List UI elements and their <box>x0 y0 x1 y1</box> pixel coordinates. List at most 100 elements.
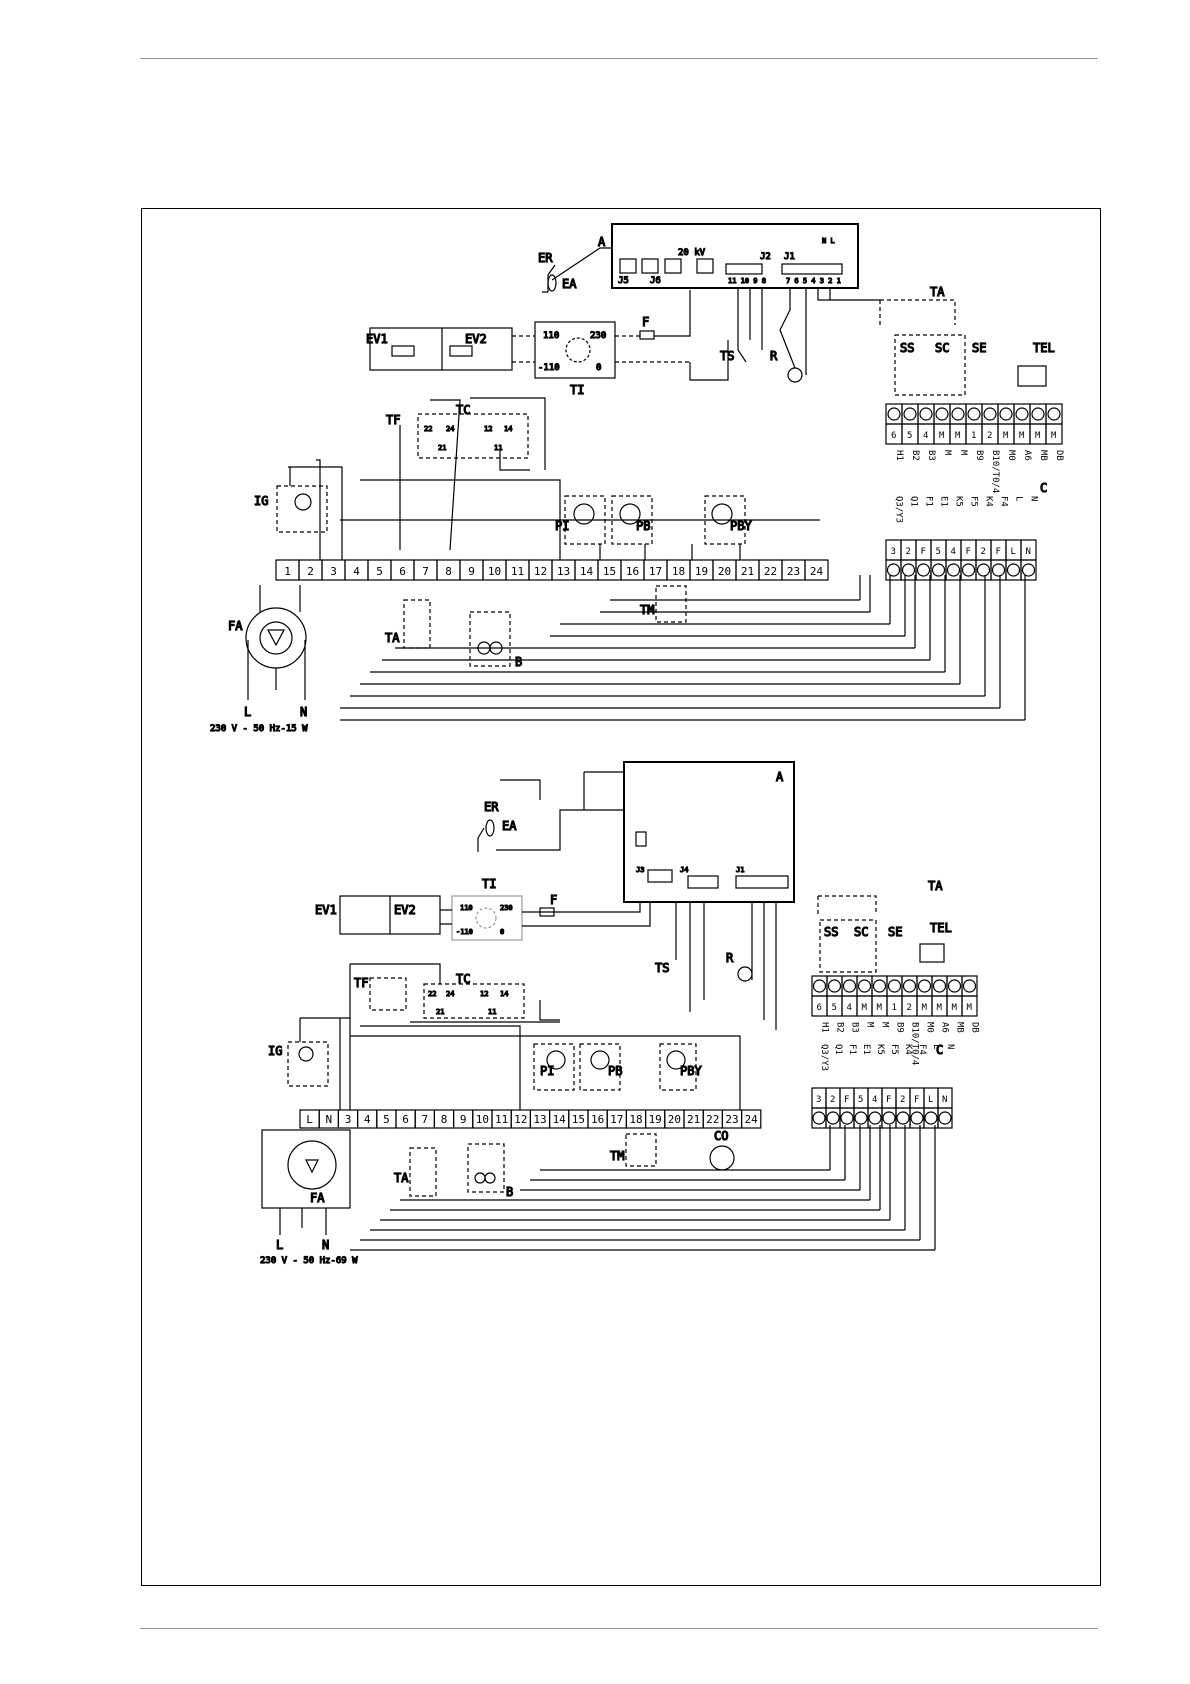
remote-upper-2-pin-name: M <box>865 1022 875 1028</box>
ev1-label: EV1 <box>366 332 388 346</box>
kv-label: 20 kV <box>678 248 706 258</box>
remote-upper-num: 2 <box>987 431 992 441</box>
remote-upper-2-num: 2 <box>907 1003 912 1013</box>
tf-label: TF <box>386 413 400 427</box>
remote-lower-2-screw-cell <box>923 1107 939 1129</box>
terminal-label: 8 <box>445 565 452 578</box>
remote-upper-2-pin-name: B2 <box>835 1022 845 1033</box>
ti-230: 230 <box>590 331 606 341</box>
pby-label: PBY <box>730 519 752 533</box>
ev2-label: EV2 <box>465 332 487 346</box>
remote-upper-2-screw-cell <box>856 975 873 997</box>
remote-lower-pin-name: F5 <box>969 496 979 507</box>
ss-label: SS <box>900 341 914 355</box>
tc2-21: 21 <box>436 1008 444 1016</box>
remote-lower-2-screw-icon <box>896 1111 910 1125</box>
remote-upper-2-screw-cell <box>811 975 828 997</box>
tel-label: TEL <box>1033 341 1055 355</box>
tc-label-2: TC <box>456 972 470 986</box>
control-board <box>611 223 859 289</box>
terminal2-label: 9 <box>460 1113 467 1126</box>
r-label-2: R <box>726 951 734 965</box>
terminal2-label: 13 <box>533 1113 546 1126</box>
terminal-label: 23 <box>787 565 800 578</box>
gas-valve-box <box>369 327 513 371</box>
remote-lower-num: 4 <box>951 547 956 557</box>
remote-upper-num: M <box>955 431 961 441</box>
remote-lower-2-screw-cell <box>937 1107 953 1129</box>
remote-upper-screw-icon <box>935 407 949 421</box>
n-label-2: N <box>322 1238 329 1252</box>
terminal-label: 16 <box>626 565 639 578</box>
terminal-label: 2 <box>307 565 314 578</box>
j1-label: J1 <box>784 252 795 262</box>
remote-upper-2-num: 6 <box>817 1003 822 1013</box>
remote-upper-screw-icon <box>1015 407 1029 421</box>
remote-lower-2-num: 2 <box>830 1095 835 1105</box>
terminal-cell <box>804 559 829 581</box>
remote-lower-2-screw-icon <box>812 1111 826 1125</box>
terminal2-label: 3 <box>345 1113 352 1126</box>
terminal-label: 15 <box>603 565 616 578</box>
remote-upper-pin-name: M0 <box>1006 450 1016 461</box>
se-label: SE <box>972 341 986 355</box>
fa-label-2: FA <box>310 1191 325 1205</box>
ti-0: 0 <box>596 363 601 373</box>
transformer-box-2 <box>451 895 523 941</box>
remote-lower-2-screw-cell <box>839 1107 855 1129</box>
remote-lower-2-num: 3 <box>816 1095 821 1105</box>
remote-lower-pin-name: F1 <box>924 496 934 507</box>
terminal2-label: 18 <box>629 1113 642 1126</box>
b-label: B <box>515 655 522 669</box>
remote-lower-pin-name: Q1 <box>909 496 919 507</box>
ti-label-2: TI <box>482 877 496 891</box>
terminal-label: 1 <box>284 565 291 578</box>
ta2-label: TA <box>930 285 945 299</box>
j2-label: J2 <box>760 252 771 262</box>
j6-label: J6 <box>650 276 661 286</box>
terminal-label: 9 <box>468 565 475 578</box>
remote-lower-screw-icon <box>901 563 916 577</box>
remote-upper-num: M <box>1003 431 1009 441</box>
terminal-label: 17 <box>649 565 662 578</box>
remote-upper-2-pin-name: MB <box>955 1022 965 1033</box>
remote-upper-2-num: M <box>877 1003 883 1013</box>
pi-label-2: PI <box>540 1064 554 1078</box>
sc-label: SC <box>935 341 949 355</box>
remote-upper-2-screw-icon <box>947 979 962 993</box>
remote-lower-2-screw-icon <box>826 1111 840 1125</box>
diagram-frame <box>141 208 1101 1586</box>
remote-lower-2-num: 2 <box>900 1095 905 1105</box>
remote-upper-2-num: 5 <box>832 1003 837 1013</box>
j3-label: J3 <box>636 866 644 874</box>
remote-upper-2-screw-cell <box>916 975 933 997</box>
terminal-label: 13 <box>557 565 570 578</box>
n-label: N <box>300 705 307 719</box>
remote-lower-screw-cell <box>1020 559 1037 581</box>
remote-lower-screw-icon <box>1021 563 1036 577</box>
terminal-label: 20 <box>718 565 731 578</box>
remote-upper-2-screw-cell <box>946 975 963 997</box>
terminal2-label: 4 <box>364 1113 371 1126</box>
j5-label: J5 <box>618 276 629 286</box>
pby-label-2: PBY <box>680 1064 702 1078</box>
remote-lower-pin-name: E1 <box>939 496 949 507</box>
terminal2-label: 21 <box>687 1113 700 1126</box>
nl-label: N L <box>822 237 835 245</box>
remote-upper-2-pin-name: H1 <box>820 1022 830 1033</box>
c-label: C <box>1040 481 1047 495</box>
terminal2-label: L <box>306 1113 313 1126</box>
remote-upper-2-screw-icon <box>932 979 947 993</box>
tf-label-2: TF <box>354 976 368 990</box>
remote-upper-2-num: M <box>952 1003 958 1013</box>
remote-upper-pin-name: M <box>958 450 968 456</box>
ts-label: TS <box>720 349 734 363</box>
remote-upper-2-pin-name: DB <box>970 1022 980 1033</box>
remote-upper-num: M <box>1019 431 1025 441</box>
tc-22: 22 <box>424 425 432 433</box>
remote-lower-pin-name: Q3/Y3 <box>894 496 904 523</box>
